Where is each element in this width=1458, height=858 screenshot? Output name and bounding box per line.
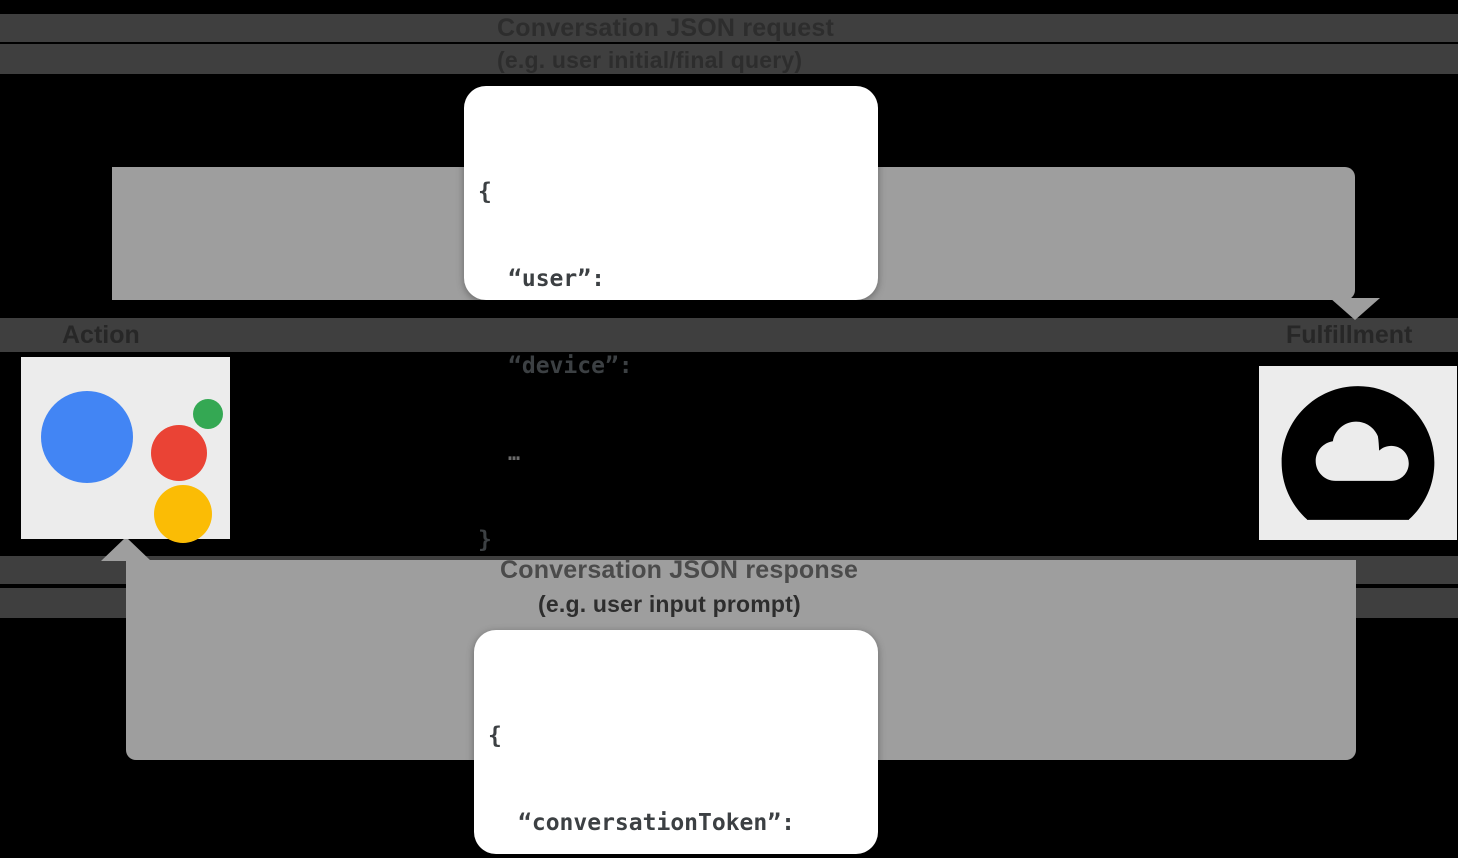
request-caption-band-upper <box>0 14 1458 42</box>
response-arrow-head-icon <box>101 537 151 561</box>
request-caption-band-lower <box>0 44 1458 74</box>
json-key-conversation-token: “conversationToken”: <box>518 810 795 836</box>
json-open-brace: { <box>478 179 492 205</box>
json-request-card: { “user”: “device”: … } <box>464 86 878 553</box>
assistant-dot-yellow-icon <box>153 485 212 543</box>
node-google-assistant <box>21 357 230 543</box>
node-cloud-functions <box>1259 366 1457 540</box>
json-response-card: { “conversationToken”: “userStorage”: … … <box>474 630 878 854</box>
json-open-brace: { <box>488 723 502 749</box>
assistant-dot-blue-icon <box>40 391 133 483</box>
assistant-dot-red-icon <box>150 425 207 481</box>
request-caption-subtitle: (e.g. user initial/final query) <box>497 47 803 73</box>
edge-label-action: Action <box>62 321 140 349</box>
assistant-dot-green-icon <box>192 399 223 429</box>
request-arrow-head-icon <box>1330 298 1380 320</box>
edge-label-band <box>0 318 1458 352</box>
response-caption-subtitle: (e.g. user input prompt) <box>538 591 801 617</box>
request-caption-title: Conversation JSON request <box>497 14 835 42</box>
response-caption-title: Conversation JSON response <box>500 556 859 584</box>
json-key-user: “user”: <box>508 266 605 292</box>
edge-label-fulfillment: Fulfillment <box>1286 321 1413 349</box>
google-assistant-icon <box>40 373 223 543</box>
json-key-device: “device”: <box>508 353 633 379</box>
json-ellipsis: … <box>508 441 521 465</box>
json-close-brace: } <box>478 527 492 553</box>
cloud-functions-icon <box>1281 386 1435 520</box>
